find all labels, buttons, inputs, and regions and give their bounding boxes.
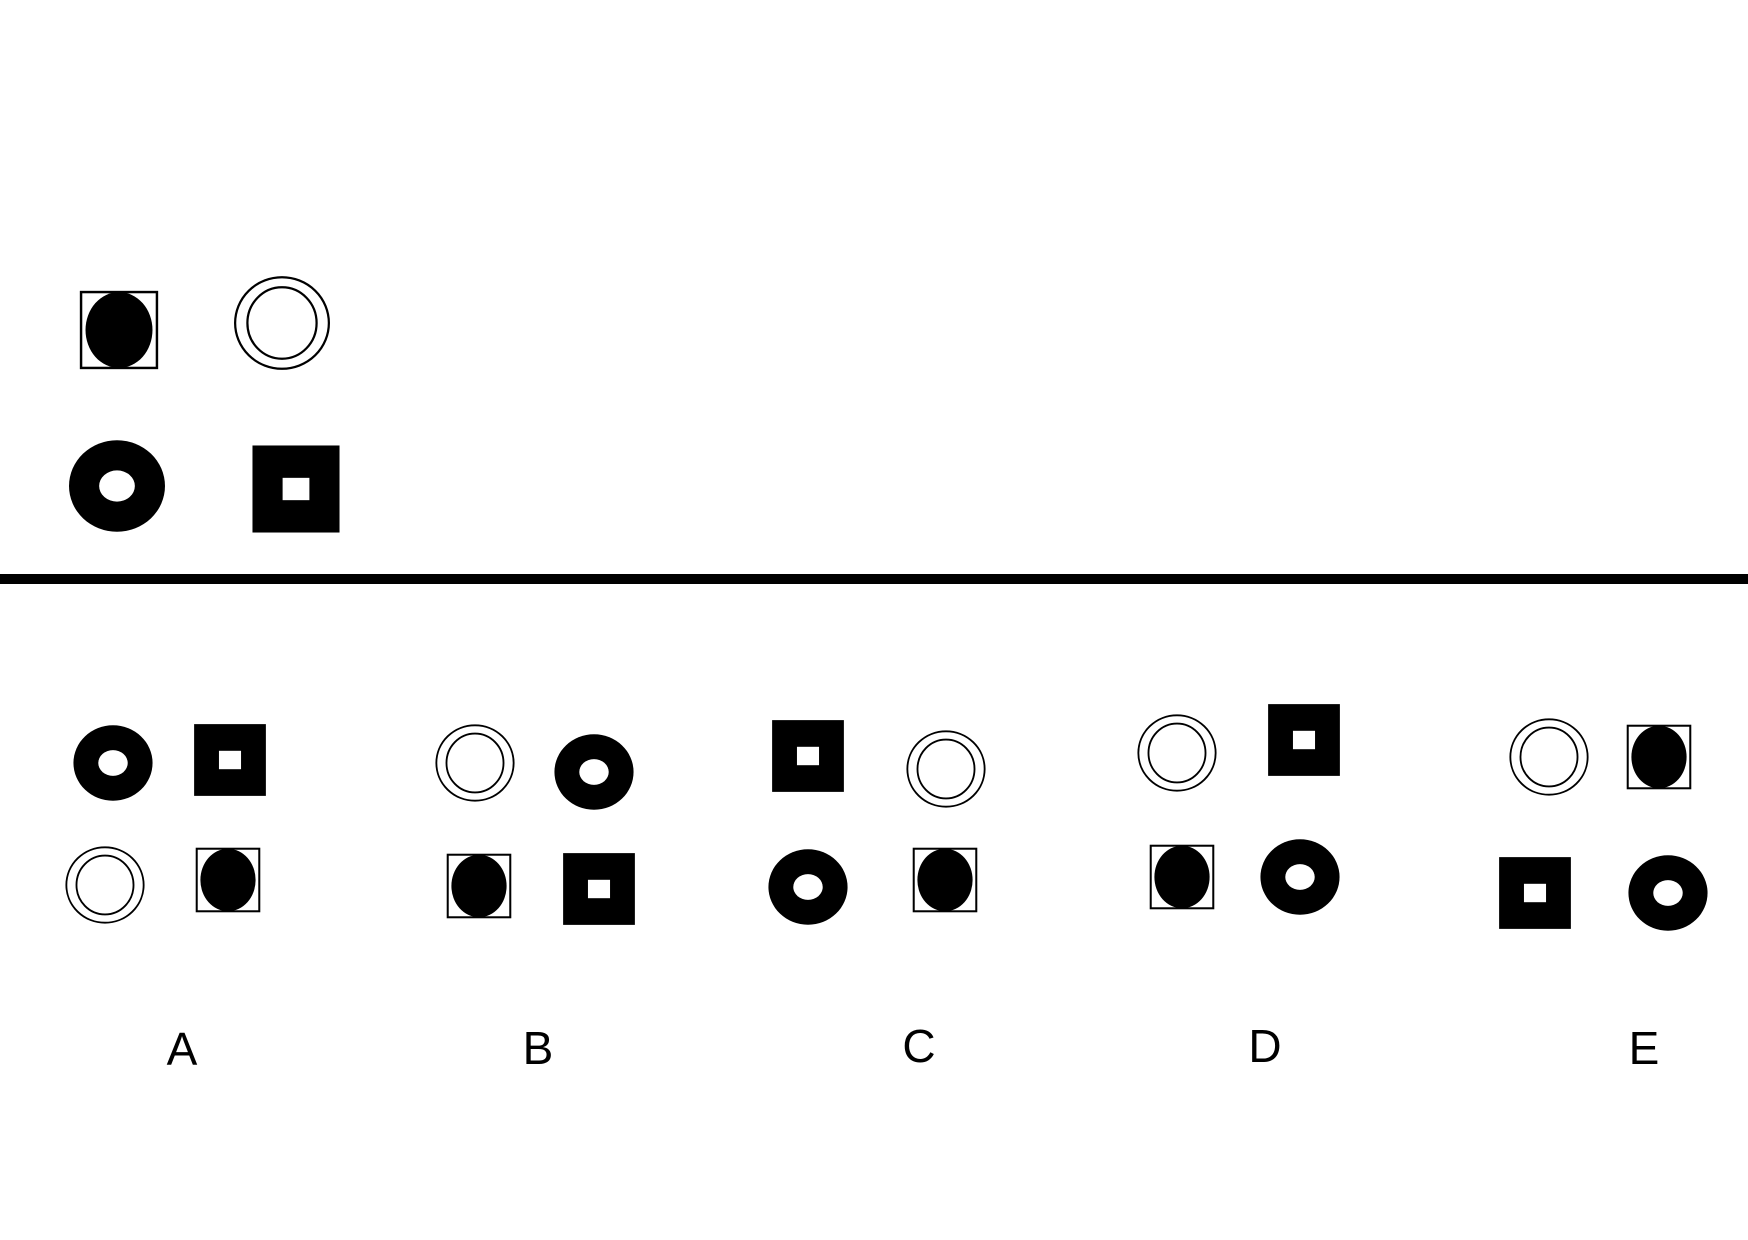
filled-circle bbox=[1154, 845, 1210, 909]
option-a-shape-3 bbox=[65, 846, 145, 924]
option-c-shape-2 bbox=[906, 730, 986, 808]
filled-circle-with-hole-glyph bbox=[768, 849, 848, 925]
inner-ring bbox=[1519, 726, 1579, 788]
outer-ring bbox=[1509, 718, 1589, 796]
square-with-filled-circle-glyph bbox=[446, 853, 512, 919]
option-e-label: E bbox=[1629, 1022, 1660, 1074]
option-b[interactable]: B bbox=[435, 724, 635, 1074]
double-ring-glyph bbox=[65, 846, 145, 924]
filled-square-with-square-hole-glyph bbox=[252, 445, 340, 533]
filled-square-with-square-hole-glyph bbox=[1268, 704, 1340, 776]
square-outline bbox=[195, 847, 261, 913]
square-hole bbox=[218, 750, 242, 770]
square-with-filled-circle-glyph bbox=[1626, 724, 1692, 790]
prompt-shape-filled-square-with-square-hole bbox=[252, 445, 340, 533]
outer-ring bbox=[906, 730, 986, 808]
square-hole bbox=[587, 879, 611, 899]
circle-hole bbox=[793, 874, 823, 900]
square-with-filled-circle-glyph bbox=[79, 290, 159, 370]
option-d-label: D bbox=[1248, 1020, 1281, 1072]
filled-square-with-square-hole-glyph bbox=[194, 724, 266, 796]
option-a-shape-1 bbox=[73, 725, 153, 801]
option-e-shape-2 bbox=[1626, 724, 1692, 790]
inner-ring bbox=[75, 854, 135, 916]
option-c-shape-4 bbox=[912, 847, 978, 913]
double-ring-glyph bbox=[234, 276, 330, 370]
prompt-shape-square-with-filled-circle bbox=[79, 290, 159, 370]
double-ring-glyph bbox=[906, 730, 986, 808]
square-with-filled-circle-glyph bbox=[195, 847, 261, 913]
option-e-shape-3 bbox=[1499, 857, 1571, 929]
filled-circle bbox=[451, 854, 507, 918]
option-a-shape-2 bbox=[194, 724, 266, 796]
option-d-shape-1 bbox=[1137, 714, 1217, 792]
option-e[interactable]: E bbox=[1499, 718, 1708, 1074]
filled-circle bbox=[1631, 725, 1687, 789]
outer-ring bbox=[234, 276, 330, 370]
option-d[interactable]: D bbox=[1137, 704, 1340, 1072]
option-e-shape-4 bbox=[1628, 855, 1708, 931]
filled-circle bbox=[85, 292, 153, 368]
outer-ring bbox=[1137, 714, 1217, 792]
prompt-shape-filled-circle-with-hole bbox=[69, 440, 165, 532]
filled-circle-with-hole-glyph bbox=[73, 725, 153, 801]
square-hole bbox=[1292, 730, 1316, 750]
option-c-shape-3 bbox=[768, 849, 848, 925]
inner-ring bbox=[445, 732, 505, 794]
option-b-label: B bbox=[523, 1022, 554, 1074]
square-hole bbox=[282, 477, 310, 501]
inner-ring bbox=[916, 738, 976, 800]
circle-hole bbox=[1285, 864, 1315, 890]
circle-hole bbox=[99, 470, 135, 502]
inner-ring bbox=[1147, 722, 1207, 784]
option-a[interactable]: A bbox=[65, 724, 266, 1075]
option-d-shape-4 bbox=[1260, 839, 1340, 915]
option-b-shape-4 bbox=[563, 853, 635, 925]
inner-ring bbox=[246, 286, 318, 360]
outer-ring bbox=[65, 846, 145, 924]
option-c-label: C bbox=[902, 1020, 935, 1072]
square-outline bbox=[1626, 724, 1692, 790]
filled-circle-with-hole-glyph bbox=[1628, 855, 1708, 931]
square-hole bbox=[796, 746, 820, 766]
option-b-shape-2 bbox=[554, 734, 634, 810]
prompt-figure bbox=[69, 276, 340, 533]
filled-circle bbox=[917, 848, 973, 912]
option-d-shape-2 bbox=[1268, 704, 1340, 776]
square-with-filled-circle-glyph bbox=[1149, 844, 1215, 910]
square-hole bbox=[1523, 883, 1547, 903]
divider-line bbox=[0, 574, 1748, 584]
outer-ring bbox=[435, 724, 515, 802]
square-outline bbox=[446, 853, 512, 919]
square-outline bbox=[1149, 844, 1215, 910]
double-ring-glyph bbox=[1137, 714, 1217, 792]
square-with-filled-circle-glyph bbox=[912, 847, 978, 913]
square-outline bbox=[79, 290, 159, 370]
filled-circle-with-hole-glyph bbox=[554, 734, 634, 810]
option-d-shape-3 bbox=[1149, 844, 1215, 910]
circle-hole bbox=[1653, 880, 1683, 906]
filled-square-with-square-hole-glyph bbox=[1499, 857, 1571, 929]
filled-circle-with-hole-glyph bbox=[1260, 839, 1340, 915]
option-a-shape-4 bbox=[195, 847, 261, 913]
option-a-label: A bbox=[167, 1023, 198, 1075]
filled-square-with-square-hole-glyph bbox=[563, 853, 635, 925]
circle-hole bbox=[579, 759, 609, 785]
option-b-shape-1 bbox=[435, 724, 515, 802]
option-b-shape-3 bbox=[446, 853, 512, 919]
option-c[interactable]: C bbox=[768, 720, 986, 1072]
double-ring-glyph bbox=[1509, 718, 1589, 796]
option-e-shape-1 bbox=[1509, 718, 1589, 796]
filled-circle bbox=[200, 848, 256, 912]
option-c-shape-1 bbox=[772, 720, 844, 792]
filled-square-with-square-hole-glyph bbox=[772, 720, 844, 792]
square-outline bbox=[912, 847, 978, 913]
filled-circle-with-hole-glyph bbox=[69, 440, 165, 532]
double-ring-glyph bbox=[435, 724, 515, 802]
circle-hole bbox=[98, 750, 128, 776]
prompt-shape-double-ring bbox=[234, 276, 330, 370]
